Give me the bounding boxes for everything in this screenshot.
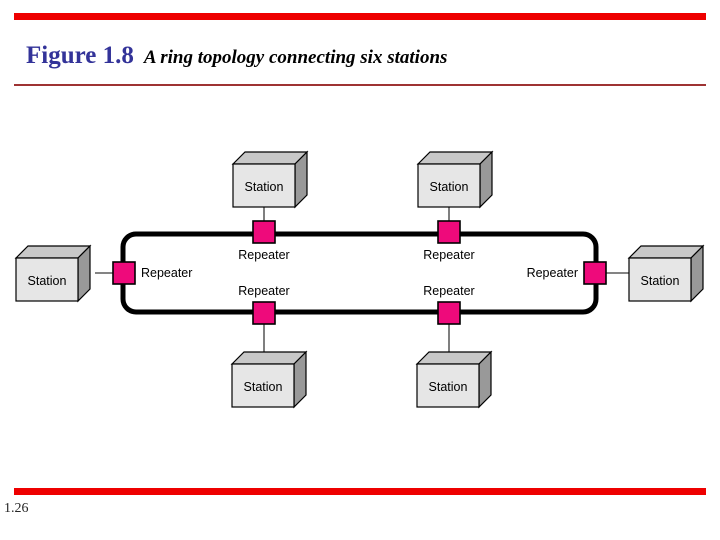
ring-backbone <box>120 231 599 315</box>
repeater-box-right[interactable] <box>583 261 607 285</box>
figure-caption: A ring topology connecting six stations <box>143 47 448 68</box>
node-station-bottom-left[interactable]: Repeater Station <box>231 284 307 408</box>
repeater-box-top-left[interactable] <box>252 220 276 244</box>
station-label-top-left: Station <box>245 180 284 194</box>
repeater-label-bottom-right: Repeater <box>423 284 474 298</box>
node-station-top-right[interactable]: Station Repeater <box>417 151 493 262</box>
page-title: Figure 1.8 A ring topology connecting six… <box>26 42 706 72</box>
repeater-label-top-right: Repeater <box>423 248 474 262</box>
repeater-box-bottom-left[interactable] <box>252 301 276 325</box>
repeater-box-top-right[interactable] <box>437 220 461 244</box>
repeater-box-left[interactable] <box>112 261 136 285</box>
page-number: 1.26 <box>4 501 29 516</box>
repeater-label-right: Repeater <box>527 266 578 280</box>
repeater-label-top-left: Repeater <box>238 248 289 262</box>
bottom-red-rule <box>14 488 706 495</box>
station-label-bottom-left: Station <box>244 380 283 394</box>
station-label-right: Station <box>641 274 680 288</box>
node-station-right[interactable]: Station Repeater <box>527 245 704 302</box>
station-label-top-right: Station <box>430 180 469 194</box>
node-station-bottom-right[interactable]: Repeater Station <box>416 284 492 408</box>
top-red-rule <box>14 13 706 20</box>
figure-number: Figure 1.8 <box>26 42 134 69</box>
repeater-label-bottom-left: Repeater <box>238 284 289 298</box>
ring-topology-diagram: Station Repeater Station Repeater Statio… <box>0 100 720 430</box>
repeater-box-bottom-right[interactable] <box>437 301 461 325</box>
node-station-left[interactable]: Station Repeater <box>15 245 192 302</box>
station-label-bottom-right: Station <box>429 380 468 394</box>
title-separator-rule <box>14 84 706 86</box>
repeater-label-left: Repeater <box>141 266 192 280</box>
node-station-top-left[interactable]: Station Repeater <box>232 151 308 262</box>
station-label-left: Station <box>28 274 67 288</box>
